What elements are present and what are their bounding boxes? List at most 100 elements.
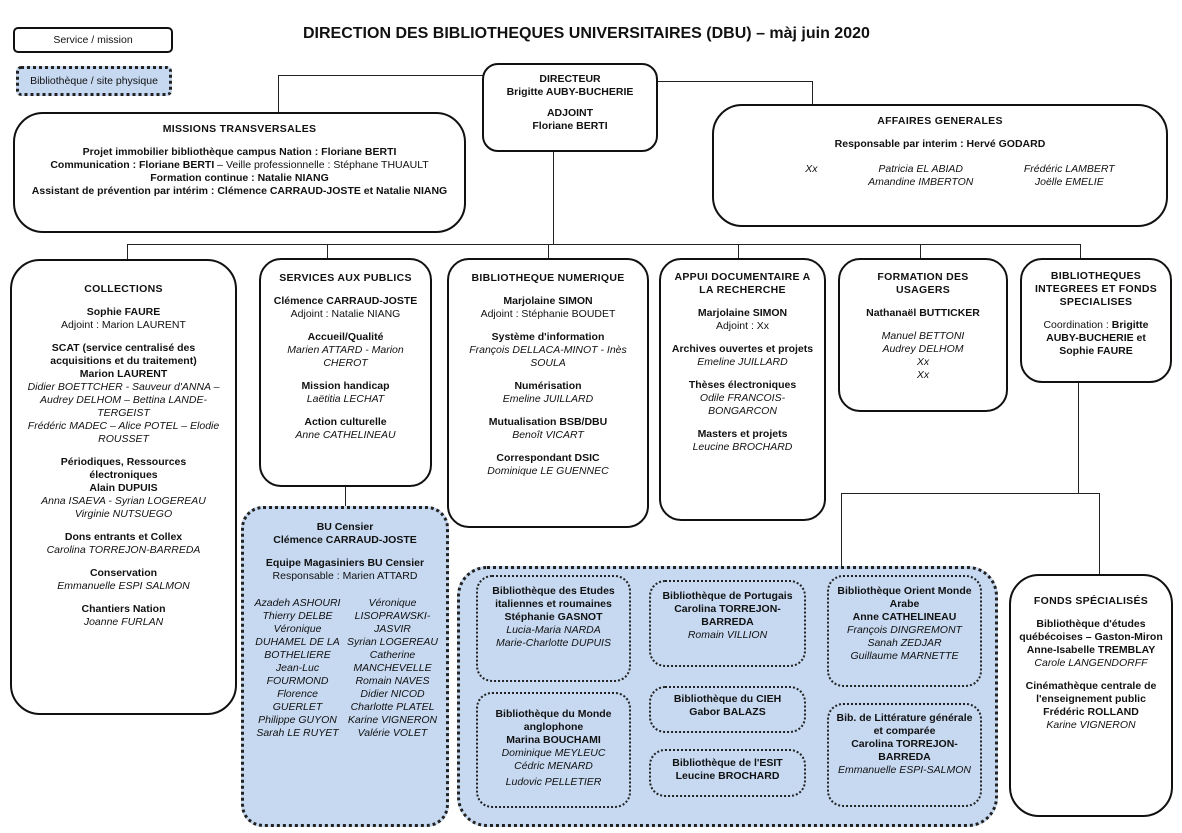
library-portugais: Bibliothèque de Portugais Carolina TORRE…	[649, 580, 806, 667]
numerique-box: BIBLIOTHEQUE NUMERIQUE Marjolaine SIMON …	[447, 258, 649, 528]
theses-staff: Odile FRANCOIS-BONGARCON	[699, 392, 786, 417]
connector	[1099, 493, 1100, 575]
periodiques-title: Périodiques, Ressources électroniques	[60, 456, 187, 481]
conservation-title: Conservation	[89, 567, 158, 579]
publics-head: Clémence CARRAUD-JOSTE	[273, 295, 418, 307]
scat-staff: Didier BOETTCHER - Sauveur d'ANNA – Audr…	[27, 381, 220, 419]
publics-box: SERVICES AUX PUBLICS Clémence CARRAUD-JO…	[259, 258, 432, 487]
collections-box: COLLECTIONS Sophie FAURE Adjoint : Mario…	[10, 259, 237, 715]
censier-staff-member: Jean-Luc FOURMOND	[266, 662, 329, 687]
connector	[327, 244, 328, 260]
library-staff: Sanah ZEDJAR	[867, 637, 942, 649]
dsic-title: Correspondant DSIC	[496, 452, 600, 464]
periodiques-staff: Anna ISAEVA - Syrian LOGEREAU	[41, 495, 206, 507]
formation-staff: Manuel BETTONI	[881, 330, 965, 342]
scat-staff: Frédéric MADEC – Alice POTEL – Elodie RO…	[27, 420, 220, 445]
library-head: Marina BOUCHAMI	[506, 734, 601, 746]
quebec-title: Bibliothèque d'études québécoises – Gast…	[1019, 618, 1163, 643]
collections-deputy: Adjoint : Marion LAURENT	[61, 319, 186, 331]
connector	[553, 150, 554, 245]
connector	[657, 81, 812, 82]
library-title: Bibliothèque des Etudes italiennes et ro…	[492, 585, 615, 610]
collections-head: Sophie FAURE	[86, 306, 161, 318]
cine-head: Frédéric ROLLAND	[1043, 706, 1139, 718]
library-italiennes: Bibliothèque des Etudes italiennes et ro…	[476, 575, 631, 682]
censier-head: Clémence CARRAUD-JOSTE	[273, 534, 417, 546]
publics-title: SERVICES AUX PUBLICS	[279, 272, 412, 284]
library-staff: Marie-Charlotte DUPUIS	[496, 637, 611, 649]
censier-staff-member: Valérie VOLET	[357, 727, 428, 739]
mission-line: Projet immobilier bibliothèque campus Na…	[82, 146, 397, 158]
formation-box: FORMATION DES USAGERS Nathanaël BUTTICKE…	[838, 258, 1008, 412]
cine-staff: Karine VIGNERON	[1046, 719, 1136, 731]
connector	[127, 244, 128, 260]
library-staff: Lucia-Maria NARDA	[506, 624, 601, 636]
affaires-staff: Patricia EL ABIAD	[878, 163, 964, 175]
library-head: Carolina TORREJON-BARREDA	[674, 603, 781, 628]
cine-title: Cinémathèque centrale de l'enseignement …	[1025, 680, 1157, 705]
affaires-staff: Amandine IMBERTON	[868, 176, 974, 188]
mission-line: Formation continue : Natalie NIANG	[150, 172, 329, 184]
archives-staff: Emeline JUILLARD	[697, 356, 788, 368]
legend-service: Service / mission	[13, 27, 173, 53]
connector	[920, 244, 921, 260]
censier-staff-member: Karine VIGNERON	[347, 714, 438, 726]
masters-staff: Leucine BROCHARD	[692, 441, 793, 453]
mutualisation-staff: Benoît VICART	[512, 429, 584, 441]
affaires-title: AFFAIRES GENERALES	[877, 115, 1003, 127]
censier-staff-member: Catherine MANCHEVELLE	[353, 649, 432, 674]
censier-staff-member: Syrian LOGEREAU	[346, 636, 439, 648]
censier-staff-member: Azadeh ASHOURI	[254, 597, 341, 609]
periodiques-staff: Virginie NUTSUEGO	[74, 508, 173, 520]
dsic-staff: Dominique LE GUENNEC	[487, 465, 609, 477]
library-staff: Emmanuelle ESPI-SALMON	[837, 764, 972, 776]
publics-deputy: Adjoint : Natalie NIANG	[290, 308, 401, 320]
library-title: Bibliothèque de l'ESIT	[672, 757, 783, 769]
numerisation-title: Numérisation	[514, 380, 582, 392]
connector	[1080, 244, 1081, 260]
fonds-title: FONDS SPÉCIALISÉS	[1033, 595, 1149, 607]
censier-staff-member: Florence GUERLET	[272, 688, 323, 713]
scat-head: Marion LAURENT	[79, 368, 168, 380]
library-staff: François DINGREMONT	[847, 624, 962, 636]
numerisation-staff: Emeline JUILLARD	[502, 393, 594, 405]
collections-title: COLLECTIONS	[84, 283, 163, 295]
connector	[738, 244, 739, 260]
censier-staff-member: Philippe GUYON	[258, 714, 337, 726]
library-orient: Bibliothèque Orient Monde Arabe Anne CAT…	[827, 575, 982, 687]
censier-staff-member: Charlotte PLATEL	[350, 701, 435, 713]
masters-title: Masters et projets	[697, 428, 788, 440]
appui-box: APPUI DOCUMENTAIRE A LA RECHERCHE Marjol…	[659, 258, 826, 521]
dons-title: Dons entrants et Collex	[64, 531, 183, 543]
affaires-responsable: Responsable par interim : Hervé GODARD	[834, 138, 1046, 150]
censier-staff-member: Sarah LE RUYET	[256, 727, 339, 739]
library-staff: Dominique MEYLEUC	[501, 747, 606, 759]
affaires-staff: Joëlle EMELIE	[1034, 176, 1104, 188]
numerique-head: Marjolaine SIMON	[503, 295, 593, 307]
integrees-box: BIBLIOTHEQUES INTEGREES ET FONDS SPECIAL…	[1020, 258, 1172, 383]
handicap-staff: Laëtitia LECHAT	[306, 393, 385, 405]
affaires-box: AFFAIRES GENERALES Responsable par inter…	[712, 104, 1168, 227]
formation-head: Nathanaël BUTTICKER	[866, 307, 980, 319]
scat-title: SCAT (service centralisé des acquisition…	[50, 342, 197, 367]
library-title: Bibliothèque Orient Monde Arabe	[837, 585, 972, 610]
library-head: Carolina TORREJON-BARREDA	[851, 738, 958, 763]
numerique-deputy: Adjoint : Stéphanie BOUDET	[480, 308, 616, 320]
censier-staff-member: Didier NICOD	[360, 688, 425, 700]
library-title: Bibliothèque du CIEH	[673, 693, 782, 705]
accueil-staff: Marien ATTARD - Marion CHEROT	[287, 344, 404, 369]
connector	[841, 493, 842, 568]
formation-staff: Xx	[916, 369, 930, 381]
handicap-title: Mission handicap	[301, 380, 390, 392]
connector	[127, 244, 1080, 245]
chantiers-staff: Joanne FURLAN	[83, 616, 164, 628]
connector	[548, 244, 549, 260]
appui-title: APPUI DOCUMENTAIRE A LA RECHERCHE	[674, 271, 811, 296]
archives-title: Archives ouvertes et projets	[671, 343, 814, 355]
library-head: Anne CATHELINEAU	[852, 611, 957, 623]
culture-title: Action culturelle	[304, 416, 387, 428]
missions-box: MISSIONS TRANSVERSALES Projet immobilier…	[13, 112, 466, 233]
library-staff: Ludovic PELLETIER	[505, 776, 602, 788]
censier-staff-member: Véronique LISOPRAWSKI-JASVIR	[354, 597, 431, 635]
theses-title: Thèses électroniques	[688, 379, 797, 391]
